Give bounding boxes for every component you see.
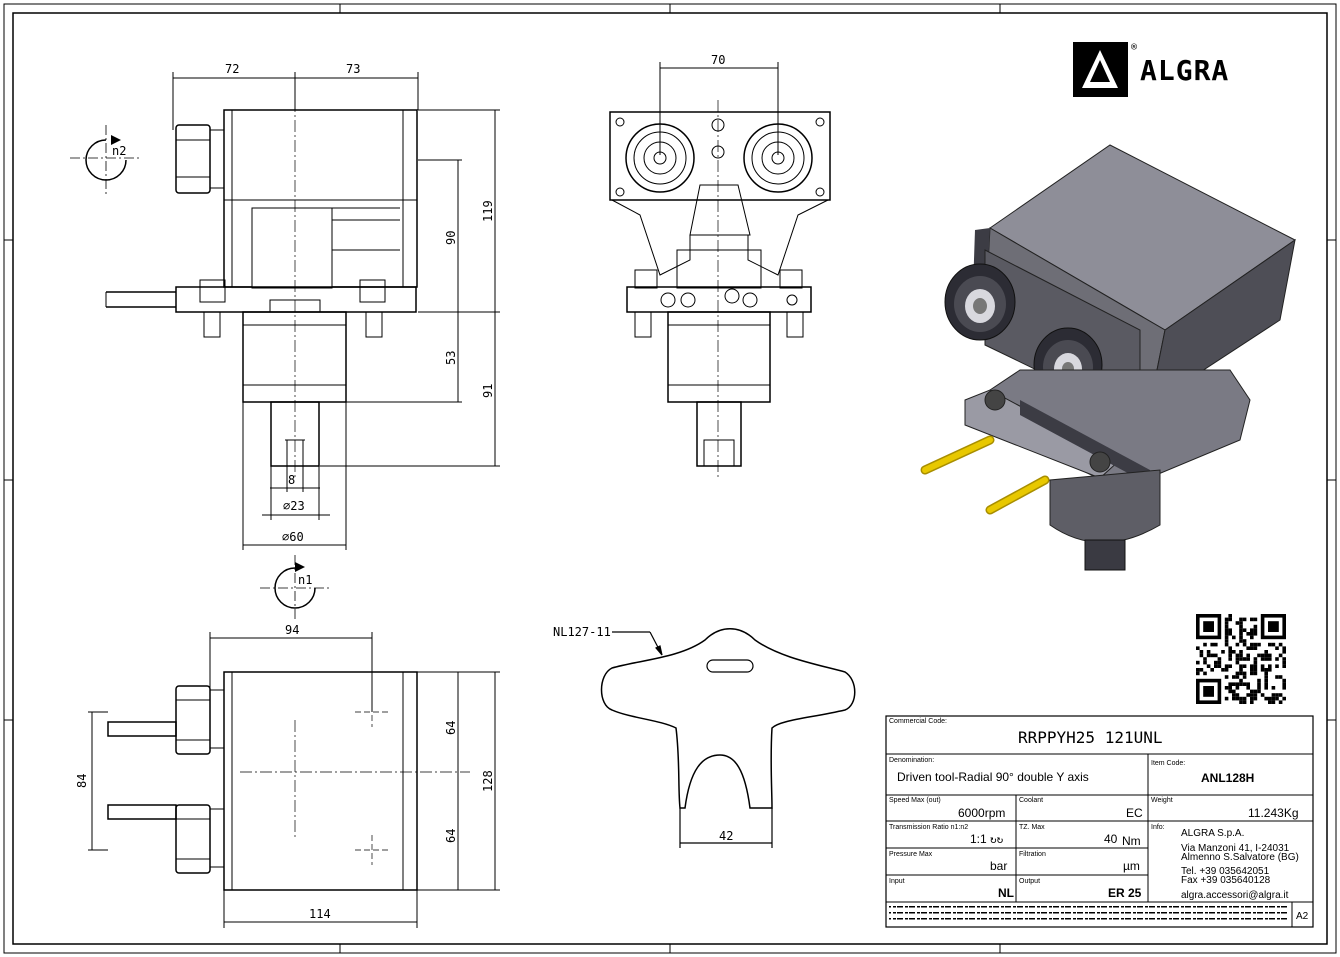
email: algra.accessori@algra.it xyxy=(1181,890,1289,901)
tel: Tel. +39 035642051 xyxy=(1181,866,1270,877)
dim-90: 90 xyxy=(444,231,458,245)
dim-128: 128 xyxy=(481,770,495,792)
ratio-label: Transmission Ratio n1:n2 xyxy=(889,824,968,831)
dim-60: ∅60 xyxy=(282,530,304,544)
dim-114: 114 xyxy=(309,907,331,921)
n1-label: n1 xyxy=(298,573,312,587)
weight-value: 11.243Kg xyxy=(1248,806,1299,820)
dim-119: 119 xyxy=(481,200,495,222)
part-nl127-11 xyxy=(600,628,856,848)
fax: Fax +39 035640128 xyxy=(1181,875,1271,886)
ratio-icon: ↻↻ xyxy=(990,833,1004,846)
rotation-n2-icon xyxy=(70,125,142,195)
torque-unit: Nm xyxy=(1122,834,1141,848)
dim-64-a: 64 xyxy=(444,721,458,735)
coolant-value: EC xyxy=(1126,806,1143,820)
iso-view xyxy=(920,144,1296,571)
input-label: Input xyxy=(889,878,905,885)
commercial-code-label: Commercial Code: xyxy=(889,718,947,725)
dim-84: 84 xyxy=(75,774,89,788)
output-label: Output xyxy=(1019,878,1040,885)
pressure-label: Pressure Max xyxy=(889,851,933,858)
dim-72: 72 xyxy=(225,62,239,76)
front-view xyxy=(609,62,831,480)
dim-53: 53 xyxy=(444,351,458,365)
address-line1: Via Manzoni 41, I-24031 xyxy=(1181,843,1290,854)
side-view: 72 73 xyxy=(105,62,500,550)
dim-73: 73 xyxy=(346,62,360,76)
weight-label: Weight xyxy=(1151,797,1173,804)
sheet-size: A2 xyxy=(1296,911,1309,922)
torque-value: 40 xyxy=(1104,832,1118,846)
output-value: ER 25 xyxy=(1108,886,1142,900)
denomination: Driven tool-Radial 90° double Y axis xyxy=(897,770,1089,784)
title-block xyxy=(885,715,1314,928)
n2-label: n2 xyxy=(112,144,126,158)
qr-code xyxy=(1196,614,1286,704)
commercial-code: RRPPYH25 121UNL xyxy=(1018,728,1163,747)
dim-8: 8 xyxy=(288,473,295,487)
item-code-label: Item Code: xyxy=(1151,760,1185,767)
dim-91: 91 xyxy=(481,384,495,398)
dim-94: 94 xyxy=(285,623,299,637)
company-name: ALGRA S.p.A. xyxy=(1181,828,1244,839)
speed-label: Speed Max (out) xyxy=(889,797,941,804)
dim-70: 70 xyxy=(711,53,725,67)
speed-value: 6000rpm xyxy=(958,806,1005,820)
torque-label: TZ. Max xyxy=(1019,824,1045,831)
item-code: ANL128H xyxy=(1201,771,1254,785)
info-label: Info: xyxy=(1151,824,1165,831)
top-view xyxy=(88,632,500,928)
logo-text: ALGRA xyxy=(1140,54,1229,87)
dim-23: ∅23 xyxy=(283,499,305,513)
rotation-n1-icon xyxy=(260,555,330,620)
pressure-unit: bar xyxy=(990,859,1007,873)
logo-registered: ® xyxy=(1131,42,1138,53)
dim-64-b: 64 xyxy=(444,829,458,843)
denomination-label: Denomination: xyxy=(889,757,934,764)
address-line2: Almenno S.Salvatore (BG) xyxy=(1181,852,1299,863)
border-ticks xyxy=(4,4,1336,953)
filtration-unit: µm xyxy=(1123,859,1140,873)
part-dim-42: 42 xyxy=(719,829,733,843)
coolant-label: Coolant xyxy=(1019,797,1043,804)
part-label: NL127-11 xyxy=(553,625,611,639)
fine-print xyxy=(889,906,1287,920)
algra-logo: ALGRA ® xyxy=(1073,42,1229,97)
filtration-label: Filtration xyxy=(1019,851,1046,858)
ratio-value: 1:1 xyxy=(970,832,987,846)
input-value: NL xyxy=(998,886,1014,900)
